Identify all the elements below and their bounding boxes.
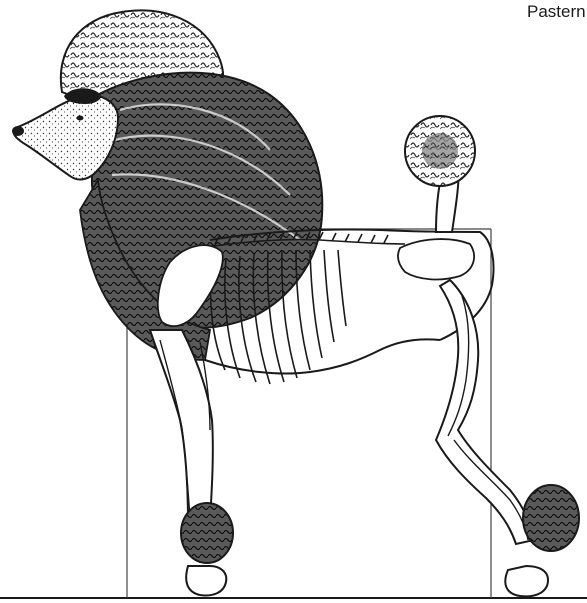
- front-leg: [150, 330, 213, 520]
- tail: [405, 116, 475, 232]
- pelvis: [398, 239, 474, 279]
- pastern-label: Pastern: [527, 2, 586, 22]
- hind-leg: [436, 280, 534, 544]
- head: [12, 88, 118, 179]
- front-foot-pom: [181, 503, 233, 595]
